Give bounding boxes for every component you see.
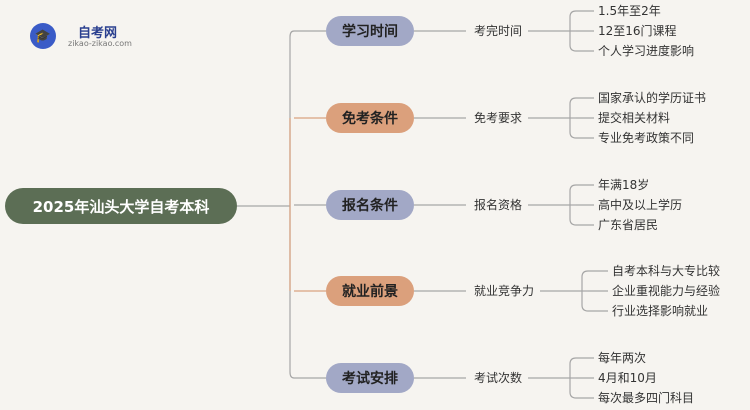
logo-title: 自考网 bbox=[78, 26, 118, 41]
leaf-label: 广东省居民 bbox=[598, 218, 659, 232]
subtopic-label: 免考要求 bbox=[474, 111, 523, 125]
category-node: 学习时间 bbox=[326, 16, 414, 46]
site-logo[interactable]: 🎓 自考网 zikao-zikao.com bbox=[30, 20, 150, 52]
leaf-label: 12至16门课程 bbox=[598, 24, 677, 38]
leaf-label: 行业选择影响就业 bbox=[612, 304, 709, 318]
subtopic-label: 就业竞争力 bbox=[474, 284, 535, 298]
leaf-label: 每年两次 bbox=[598, 351, 647, 365]
leaf-label: 提交相关材料 bbox=[598, 111, 671, 125]
subtopic-label: 考试次数 bbox=[474, 371, 523, 385]
category-node: 报名条件 bbox=[326, 190, 414, 220]
category-node: 就业前景 bbox=[326, 276, 414, 306]
subtopic-label: 考完时间 bbox=[474, 24, 523, 38]
leaf-label: 专业免考政策不同 bbox=[598, 131, 695, 145]
graduation-cap-icon: 🎓 bbox=[30, 23, 56, 49]
leaf-label: 企业重视能力与经验 bbox=[612, 284, 721, 298]
leaf-label: 4月和10月 bbox=[598, 371, 657, 385]
root-node: 2025年汕头大学自考本科 bbox=[5, 188, 237, 224]
leaf-label: 高中及以上学历 bbox=[598, 198, 683, 212]
category-node: 免考条件 bbox=[326, 103, 414, 133]
leaf-label: 年满18岁 bbox=[598, 178, 650, 192]
leaf-label: 个人学习进度影响 bbox=[598, 44, 695, 58]
leaf-label: 自考本科与大专比较 bbox=[612, 264, 721, 278]
leaf-label: 1.5年至2年 bbox=[598, 4, 661, 18]
logo-url: zikao-zikao.com bbox=[68, 39, 132, 48]
subtopic-label: 报名资格 bbox=[474, 198, 523, 212]
leaf-label: 每次最多四门科目 bbox=[598, 391, 695, 405]
category-node: 考试安排 bbox=[326, 363, 414, 393]
leaf-label: 国家承认的学历证书 bbox=[598, 91, 707, 105]
